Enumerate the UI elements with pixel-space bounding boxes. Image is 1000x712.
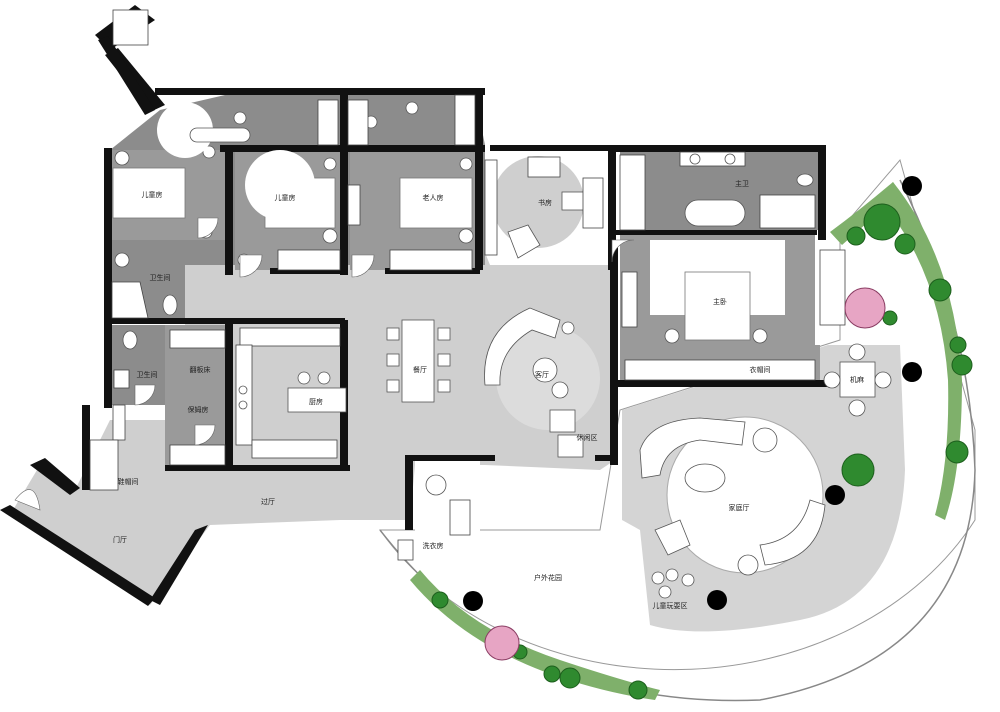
coffee-table-1 xyxy=(532,357,558,383)
stove-1 xyxy=(238,385,248,395)
label-corridor: 过厅 xyxy=(261,497,275,506)
armchair-1 xyxy=(549,409,576,433)
garden-lamps xyxy=(463,176,922,611)
garden-shrubs xyxy=(431,203,973,700)
sink-bath-lower xyxy=(113,369,130,389)
label-bathroom-lower: 卫生间 xyxy=(137,370,158,379)
study-desk xyxy=(561,191,585,211)
play-round-table xyxy=(157,102,213,158)
washer xyxy=(425,474,447,496)
label-elder-room: 老人房 xyxy=(423,193,444,202)
label-closet: 衣帽间 xyxy=(750,365,771,374)
label-living: 客厅 xyxy=(535,370,549,379)
door-swings xyxy=(14,217,635,511)
stove-2 xyxy=(238,400,248,410)
label-laundry: 洗衣房 xyxy=(423,541,444,550)
toilet-bath-upper xyxy=(162,294,178,316)
armchair-2 xyxy=(557,434,584,458)
toilet-master xyxy=(796,173,814,187)
family-stool-2 xyxy=(737,554,759,576)
label-kitchen: 厨房 xyxy=(309,397,323,406)
kids-play-stools xyxy=(651,568,695,599)
dining-chairs xyxy=(386,327,451,393)
bathtub xyxy=(684,199,746,227)
label-family-room: 家庭厅 xyxy=(729,503,750,512)
label-dining: 餐厅 xyxy=(413,365,427,374)
toilet-bath-lower xyxy=(122,330,138,350)
label-nanny-room: 保姆房 xyxy=(188,405,209,414)
study-cabinet xyxy=(582,177,604,229)
sink-right xyxy=(724,153,736,165)
mahjong-chairs xyxy=(823,343,892,417)
blossom-tree-bottom xyxy=(484,625,520,661)
shower-bath-upper xyxy=(111,281,149,319)
bar-stool-2 xyxy=(317,371,331,385)
laundry-cabinet xyxy=(449,499,471,536)
kitchen-island xyxy=(287,387,347,413)
family-coffee-table xyxy=(684,463,726,493)
label-master-bedroom: 主卧 xyxy=(713,297,727,306)
lawn-strip-top xyxy=(830,182,900,245)
bed-child-1 xyxy=(112,167,186,219)
label-bathroom-upper: 卫生间 xyxy=(150,273,171,282)
round-rug-child-2 xyxy=(245,150,315,220)
family-sofa xyxy=(639,417,746,479)
shower-area xyxy=(759,194,816,229)
sink-bath-upper xyxy=(114,252,130,268)
family-sofa-2 xyxy=(759,499,826,566)
label-mahjong: 机麻 xyxy=(850,375,864,384)
sink-left xyxy=(689,153,701,165)
label-child-room-2: 儿童房 xyxy=(275,193,296,202)
label-foyer: 门厅 xyxy=(113,535,127,544)
study-chair xyxy=(507,224,541,259)
label-guest-room: 翻板床 xyxy=(190,365,211,374)
label-outdoor-garden: 户外花园 xyxy=(534,573,562,582)
coffee-table-2 xyxy=(551,381,569,399)
dining-table xyxy=(401,319,435,403)
lawn-strip-right xyxy=(880,182,962,520)
wardrobes xyxy=(89,9,846,491)
bar-stool-1 xyxy=(297,371,311,385)
label-study: 书房 xyxy=(538,198,552,207)
label-master-bath: 主卫 xyxy=(735,179,749,188)
blossom-tree-right xyxy=(844,287,886,329)
laundry-sink xyxy=(397,539,414,561)
walls xyxy=(0,5,827,606)
label-leisure: 休闲区 xyxy=(577,433,598,442)
label-child-room-1: 儿童房 xyxy=(142,190,163,199)
study-bookshelf xyxy=(527,156,561,178)
kitchen-counter xyxy=(235,344,253,446)
side-table-living xyxy=(561,321,575,335)
family-lounge-chair xyxy=(654,519,691,556)
label-shoe-room: 鞋帽间 xyxy=(118,477,139,486)
bed-elder xyxy=(399,177,473,229)
kitchen-sink-counter xyxy=(251,439,338,459)
study-floor xyxy=(492,156,584,248)
family-stool-1 xyxy=(752,427,778,453)
desk-child xyxy=(189,127,251,143)
label-kids-play: 儿童玩耍区 xyxy=(653,601,688,610)
bed-master xyxy=(684,271,751,341)
living-sofa xyxy=(484,307,561,386)
